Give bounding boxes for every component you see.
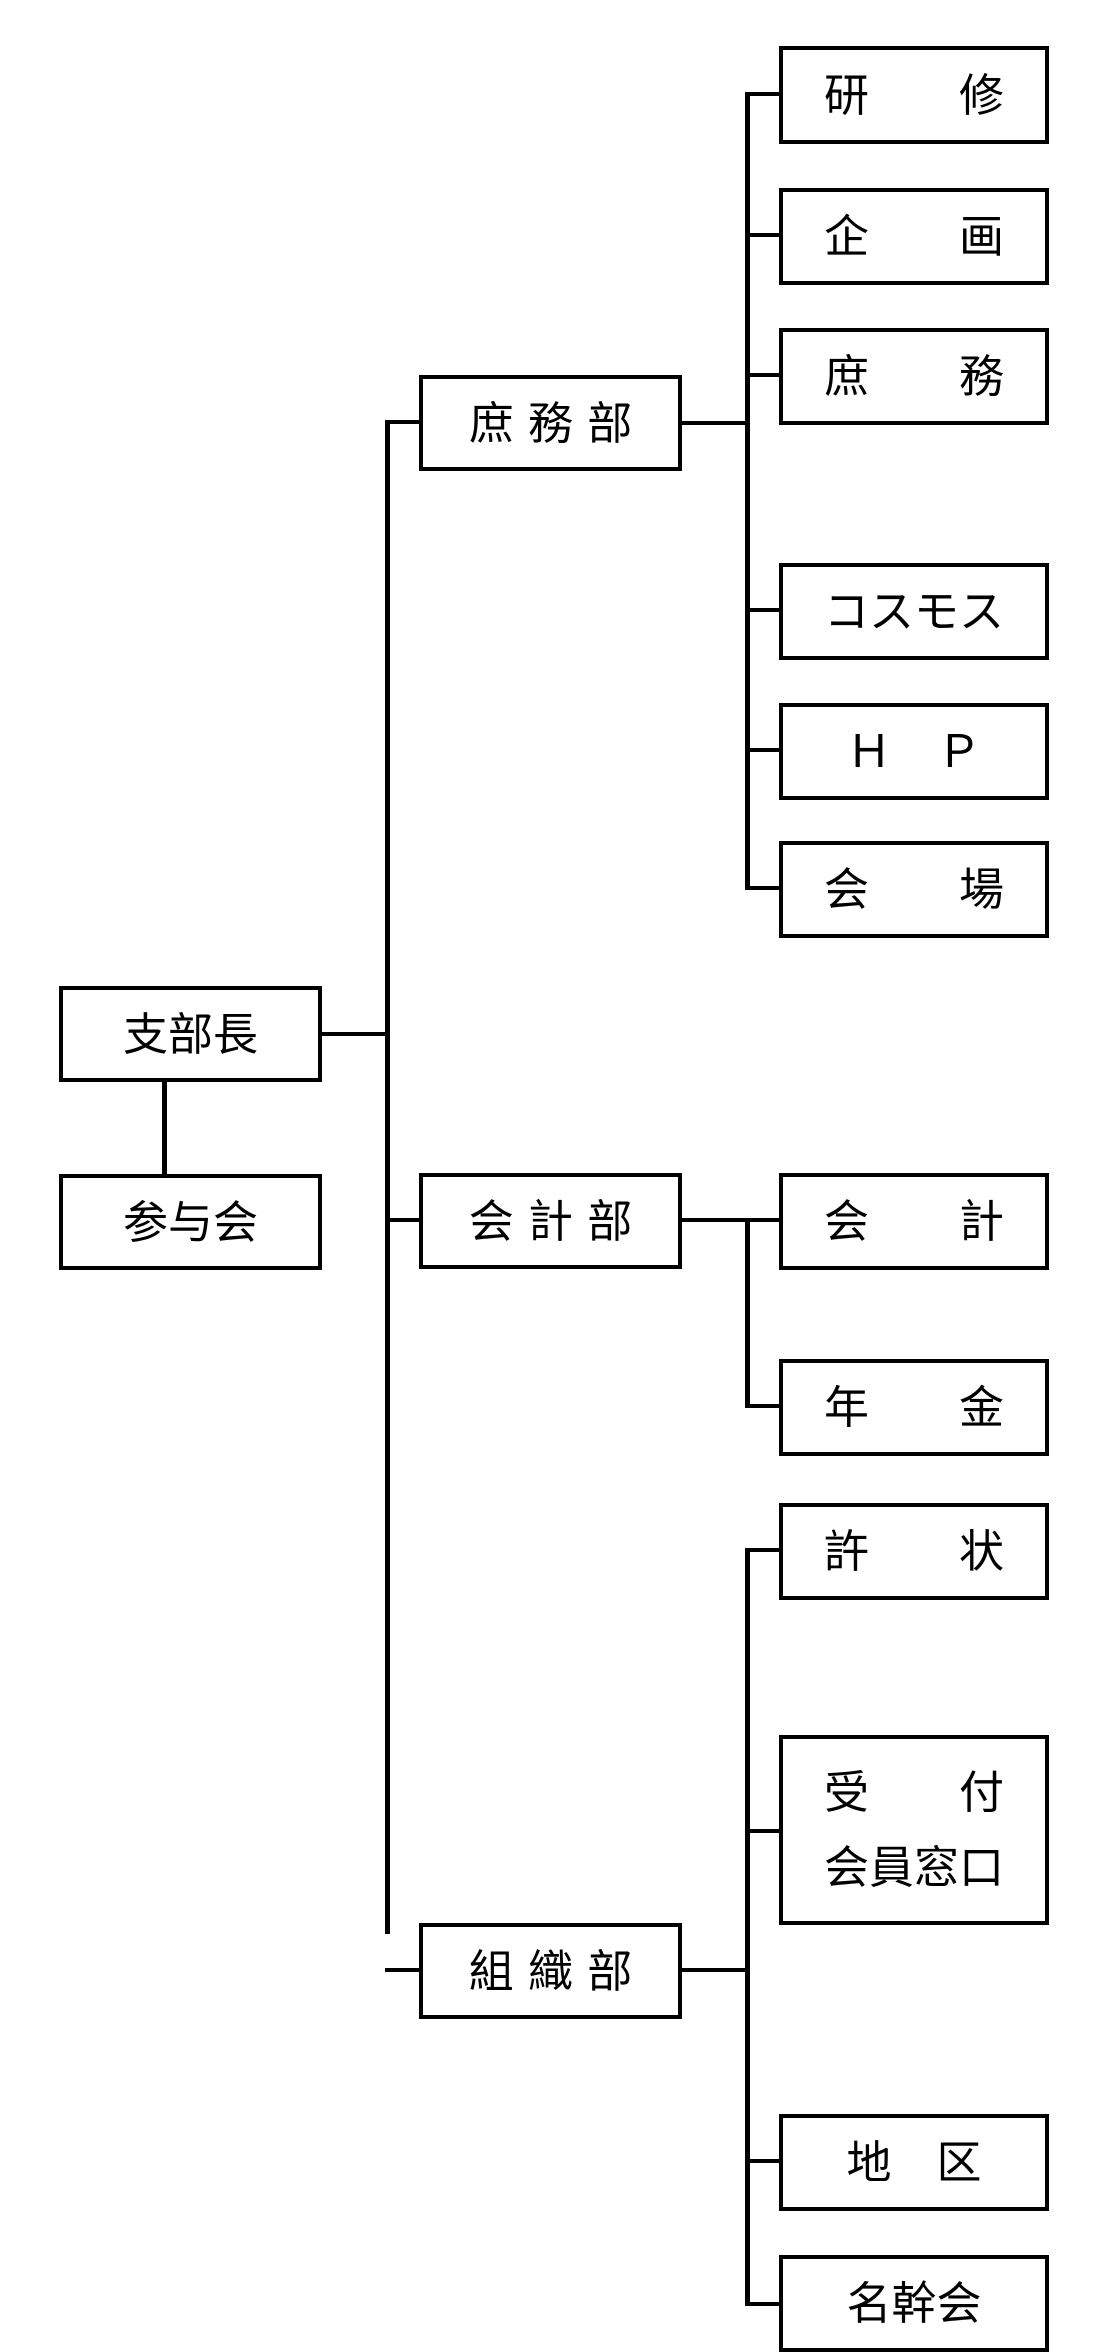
connector-accounting-section-2 (745, 1404, 781, 1408)
section-box-general-affairs-6: 会 場 (779, 841, 1049, 938)
section-box-general-affairs-3: 庶 務 (779, 328, 1049, 425)
connector-general-affairs-section-6 (745, 886, 781, 890)
connector-trunk-organization (385, 1968, 423, 1972)
connector-organization-section-1 (745, 1548, 781, 1552)
connector-general-affairs-section-3 (745, 373, 781, 377)
section-box-general-affairs-2: 企 画 (779, 188, 1049, 285)
department-box-general-affairs: 庶 務 部 (419, 375, 682, 471)
connector-general-affairs-section-2 (745, 233, 781, 237)
section-label: 会 場 (823, 863, 1004, 916)
section-label: 地 区 (846, 2136, 982, 2189)
section-label: 年 金 (823, 1381, 1004, 1434)
department-box-accounting: 会 計 部 (419, 1173, 682, 1269)
connector-accounting-out (679, 1218, 781, 1222)
connector-organization-section-3 (745, 2159, 781, 2163)
section-label: 研 修 (823, 68, 1004, 122)
section-box-general-affairs-5: Ｈ Ｐ (779, 703, 1049, 800)
connector-organization-section-4 (745, 2302, 781, 2306)
department-label: 組 織 部 (468, 1944, 633, 1998)
root-box: 支部長 (59, 986, 322, 1082)
connector-organization-section-2 (745, 1829, 781, 1833)
connector-general-affairs-out (679, 421, 749, 425)
department-box-organization: 組 織 部 (419, 1923, 682, 2019)
section-label: 受 付 (823, 1766, 1004, 1819)
section-label: 庶 務 (823, 350, 1004, 403)
department-label: 庶 務 部 (468, 396, 633, 450)
connector-trunk-accounting (385, 1218, 423, 1222)
section-label: コスモス (823, 585, 1004, 638)
section-box-organization-2: 受 付 会員窓口 (779, 1735, 1049, 1925)
root-label: 支部長 (122, 1007, 258, 1061)
connector-general-affairs-vertical (745, 92, 750, 890)
advisory-label: 参与会 (122, 1195, 258, 1249)
section-box-general-affairs-1: 研 修 (779, 46, 1049, 144)
connector-organization-out (679, 1968, 749, 1972)
section-box-organization-4: 名幹会 (779, 2255, 1049, 2352)
connector-trunk-vertical (385, 420, 390, 1934)
connector-root-trunk (320, 1032, 389, 1036)
connector-root-advisory (162, 1060, 167, 1178)
section-box-organization-1: 許 状 (779, 1503, 1049, 1600)
section-label-secondary: 会員窓口 (823, 1841, 1004, 1894)
section-label: 企 画 (823, 210, 1004, 263)
connector-general-affairs-section-4 (745, 608, 781, 612)
section-box-accounting-1: 会 計 (779, 1173, 1049, 1270)
department-label: 会 計 部 (468, 1194, 633, 1248)
section-label: 許 状 (823, 1525, 1004, 1578)
connector-accounting-vertical (745, 1218, 750, 1408)
section-box-accounting-2: 年 金 (779, 1359, 1049, 1456)
connector-trunk-general-affairs (385, 420, 423, 424)
connector-organization-vertical (745, 1548, 750, 2306)
connector-general-affairs-section-5 (745, 748, 781, 752)
section-label: 会 計 (823, 1195, 1004, 1248)
section-box-general-affairs-4: コスモス (779, 563, 1049, 660)
section-label: 名幹会 (846, 2277, 982, 2330)
advisory-box: 参与会 (59, 1174, 322, 1270)
section-box-organization-3: 地 区 (779, 2114, 1049, 2211)
connector-general-affairs-section-1 (745, 92, 781, 96)
section-label: Ｈ Ｐ (846, 725, 982, 778)
